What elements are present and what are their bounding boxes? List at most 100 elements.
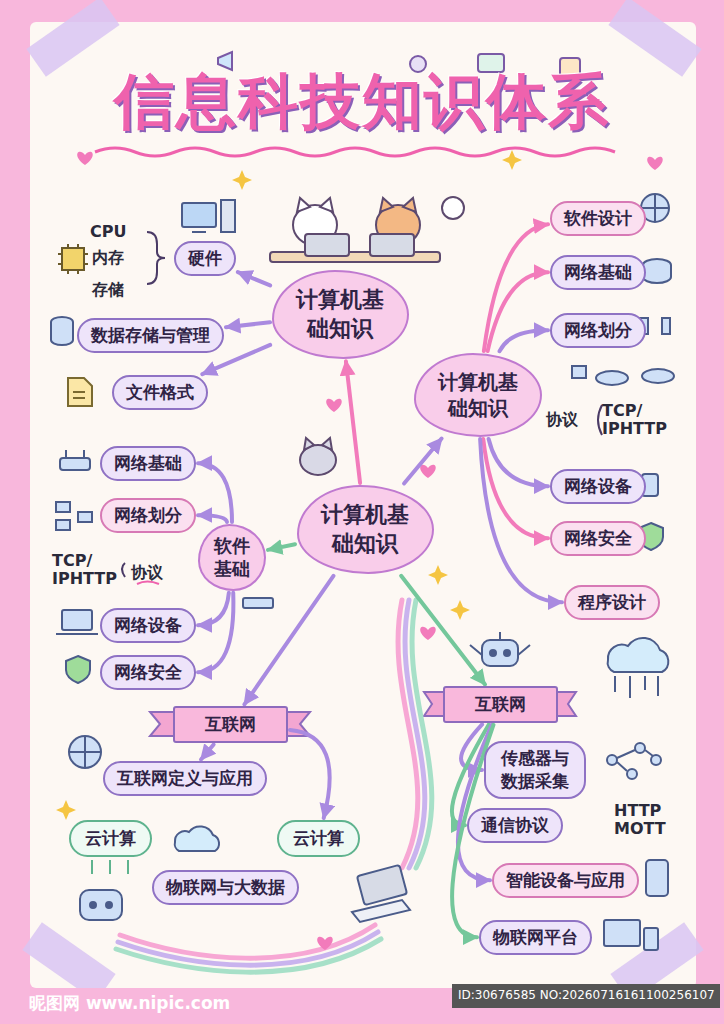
- note-label: TCP/ IPHTTP: [52, 552, 112, 589]
- topic-pill: 网络安全: [550, 521, 646, 556]
- node-text: 网络设备: [564, 475, 632, 498]
- decor-shape: [297, 198, 333, 212]
- decor-shape: [58, 244, 88, 274]
- decor-shape: [58, 244, 88, 274]
- decor-shape: [470, 632, 530, 655]
- topic-pill: 网络设备: [100, 608, 196, 643]
- decor-shape: [470, 632, 530, 666]
- node-text: 互联网定义与应用: [117, 767, 253, 790]
- arrow-connector: [290, 730, 330, 818]
- topic-pill: 数据存储与管理: [77, 318, 224, 353]
- node-text: 计算机基础知识: [436, 369, 520, 421]
- note-label: HTTP MOTT: [614, 802, 666, 839]
- arrow-connector: [226, 322, 270, 327]
- decor-shape: [412, 600, 432, 868]
- node-text: 数据存储与管理: [91, 324, 210, 347]
- decor-shape: [69, 736, 101, 768]
- decor-shape: [617, 750, 653, 771]
- decor-shape: [56, 502, 70, 512]
- node-text: 物联网平台: [493, 926, 578, 949]
- arrow-connector: [198, 593, 229, 625]
- decor-shape: [51, 322, 73, 345]
- decor-shape: [647, 157, 663, 170]
- node-text: 云计算: [85, 827, 136, 850]
- topic-cloud: 计算机基础知识: [272, 270, 409, 359]
- cloud-box: 云计算: [69, 820, 152, 857]
- note-label: 昵图网 www.nipic.com: [29, 994, 230, 1014]
- decor-shape: [192, 231, 206, 233]
- decor-shape: [452, 984, 720, 1008]
- decor-shape: [644, 928, 658, 950]
- decor-shape: [175, 826, 219, 851]
- decor-shape: [77, 152, 93, 165]
- node-text: 互联网: [475, 693, 526, 716]
- cloud-box: 云计算: [277, 820, 360, 857]
- note-label: TCP/ IPHTTP: [602, 402, 662, 439]
- note-label: 协议: [546, 411, 578, 429]
- node-text: 网络划分: [564, 319, 632, 342]
- decor-shape: [572, 366, 586, 378]
- decor-shape: [106, 902, 112, 908]
- ribbon-banner: 互联网: [443, 686, 558, 723]
- arrow-connector: [198, 463, 232, 522]
- topic-pill: 网络基础: [100, 446, 196, 481]
- note-label: CPU: [90, 223, 126, 241]
- arrow-connector: [404, 439, 442, 484]
- decor-shape: [598, 405, 602, 435]
- decor-shape: [243, 598, 273, 608]
- topic-cloud: 计算机基础知识: [297, 485, 434, 574]
- page-title: 信息科技知识体系: [0, 62, 724, 143]
- node-text: 网络安全: [114, 661, 182, 684]
- node-text: 物联网与大数据: [166, 876, 285, 899]
- topic-cloud: 计算机基础知识: [414, 353, 542, 437]
- arrow-connector: [401, 576, 485, 685]
- decor-shape: [504, 650, 510, 656]
- decor-shape: [62, 248, 84, 270]
- decor-shape: [380, 198, 416, 212]
- decor-shape: [51, 317, 73, 345]
- decor-shape: [305, 234, 349, 256]
- decor-shape: [232, 170, 252, 190]
- topic-pill: 软件设计: [550, 201, 646, 236]
- arrow-connector: [500, 330, 548, 351]
- decor-shape: [243, 598, 273, 608]
- decor-shape: [66, 656, 90, 683]
- decor-shape: [300, 438, 336, 475]
- arrow-connector: [198, 515, 227, 522]
- arrow-connector: [201, 744, 214, 759]
- decor-shape: [147, 232, 165, 284]
- node-text: 云计算: [293, 827, 344, 850]
- decor-shape: [352, 865, 410, 922]
- decor-shape: [317, 937, 333, 950]
- node-text: 网络设备: [114, 614, 182, 637]
- node-text: 软件设计: [564, 207, 632, 230]
- decor-shape: [608, 638, 669, 672]
- decor-shape: [69, 736, 668, 950]
- decor-shape: [607, 755, 617, 765]
- topic-pill: 通信协议: [467, 808, 563, 843]
- decor-shape: [662, 318, 670, 334]
- decor-shape: [62, 610, 92, 630]
- decor-shape: [635, 743, 645, 753]
- note-label: 存储: [92, 281, 124, 299]
- decor-shape: [95, 148, 615, 156]
- decor-shape: [80, 890, 122, 920]
- node-text: 网络安全: [564, 527, 632, 550]
- node-text: 网络基础: [114, 452, 182, 475]
- node-text: 通信协议: [481, 814, 549, 837]
- arrow-connector: [244, 576, 333, 705]
- topic-pill: 网络安全: [100, 655, 196, 690]
- decor-shape: [442, 197, 464, 219]
- decor-shape: [182, 200, 235, 232]
- decor-shape: [270, 197, 464, 262]
- decor-shape: [26, 0, 119, 77]
- decor-shape: [450, 600, 470, 620]
- decor-shape: [77, 152, 663, 950]
- decor-shape: [482, 640, 518, 666]
- node-text: 文件格式: [126, 381, 194, 404]
- node-text: 网络划分: [114, 504, 182, 527]
- note-label: ID:30676585 NO:20260716161100256107: [458, 989, 715, 1003]
- decor-shape: [80, 890, 122, 920]
- decor-shape: [646, 860, 668, 896]
